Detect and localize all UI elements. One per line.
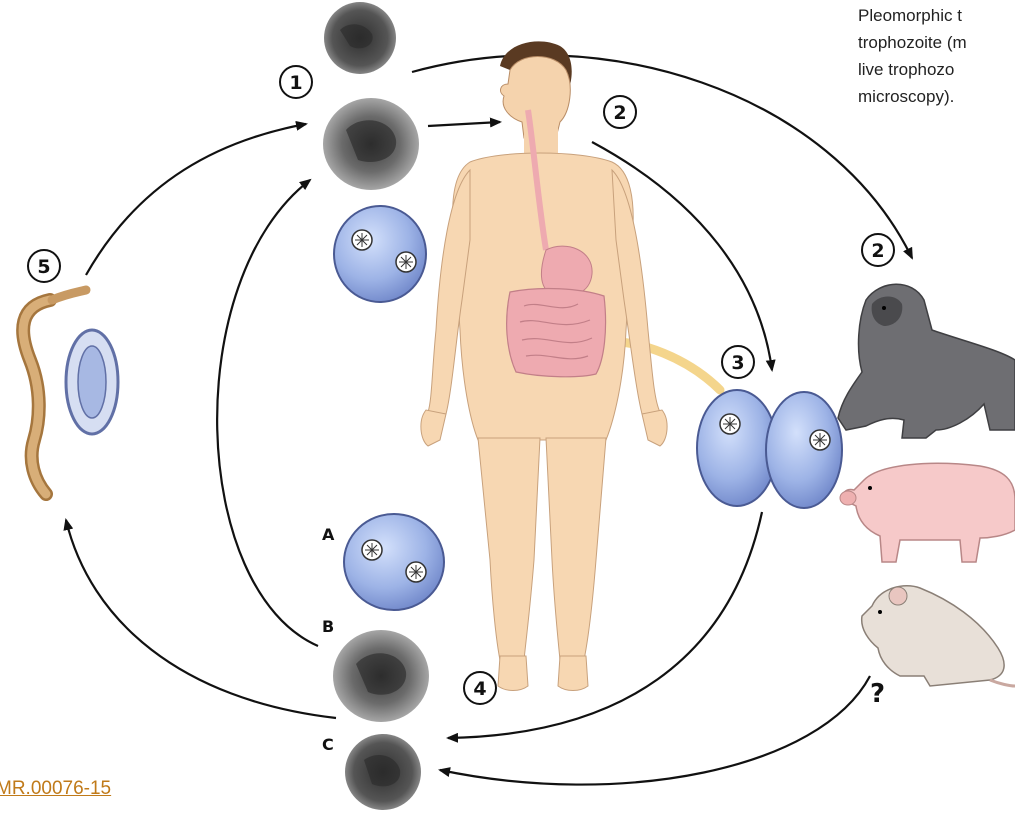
cyst-stage1	[334, 206, 426, 302]
doi-link[interactable]: MR.00076-15	[0, 778, 111, 800]
stage-label-3: 3	[722, 346, 754, 378]
pig-icon	[840, 463, 1015, 562]
cyst-stage-a	[344, 514, 444, 610]
form-label-b: B	[322, 617, 334, 636]
dividing-cyst-stage3	[697, 390, 842, 508]
human-figure	[421, 41, 667, 690]
trophozoite-stage-b	[333, 630, 429, 722]
form-label-a: A	[322, 525, 335, 544]
unknown-host-mark: ?	[870, 679, 885, 709]
trophozoite-stage-c	[345, 734, 421, 810]
stage-label-2-animals: 2	[862, 234, 894, 266]
svg-text:1: 1	[289, 72, 302, 94]
arrow-animals-to-stage-c	[440, 676, 870, 785]
figure-caption: Pleomorphic t trophozoite (m live tropho…	[858, 2, 1015, 110]
arrow-stage4-to-stage5	[66, 520, 336, 718]
gorilla-icon	[838, 284, 1015, 438]
rat-icon	[862, 586, 1015, 686]
caption-line: Pleomorphic t	[858, 2, 1015, 29]
form-label-c: C	[322, 735, 334, 754]
stage-label-1: 1	[280, 66, 312, 98]
caption-line: trophozoite (m	[858, 29, 1015, 56]
arrow-stage1-to-human	[428, 122, 500, 126]
svg-text:3: 3	[731, 352, 744, 374]
trophozoite-top	[324, 2, 396, 74]
svg-text:2: 2	[613, 102, 626, 124]
svg-text:5: 5	[37, 256, 50, 278]
stage-label-5: 5	[28, 250, 60, 282]
caption-line: microscopy).	[858, 83, 1015, 110]
trophozoite-stage1	[323, 98, 419, 190]
arrow-stage-b-to-stage1	[217, 180, 318, 646]
svg-text:2: 2	[871, 240, 884, 262]
caption-line: live trophozo	[858, 56, 1015, 83]
stage-label-2-human: 2	[604, 96, 636, 128]
stage-label-4: 4	[464, 672, 496, 704]
svg-text:4: 4	[473, 678, 486, 700]
helminth-egg-icon	[66, 330, 118, 434]
arrow-stage5-to-stage1	[86, 124, 306, 275]
